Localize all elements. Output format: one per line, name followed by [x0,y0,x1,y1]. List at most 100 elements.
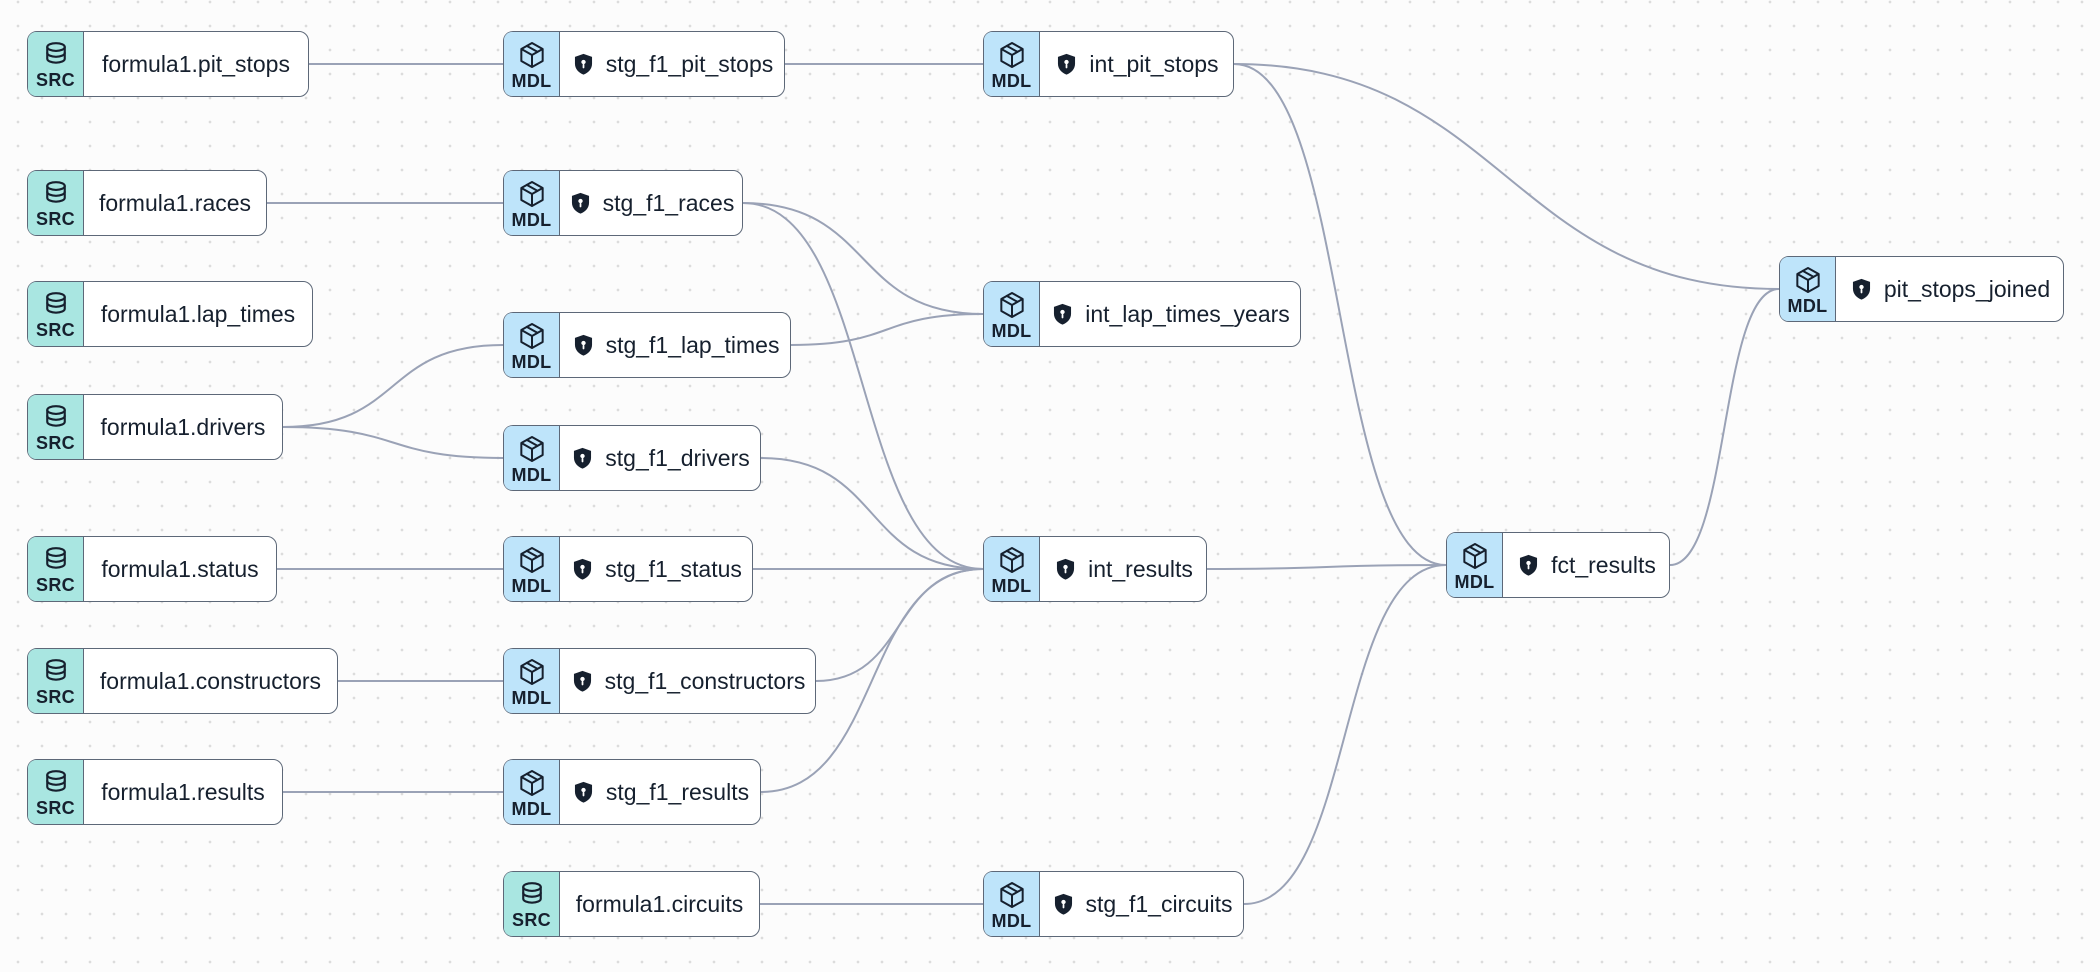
node-label: int_results [1088,555,1193,582]
model-type-badge: MDL [1447,533,1503,597]
edge-src_drivers-to-stg_f1_drivers [282,426,504,459]
node-body: formula1.constructors [84,649,337,713]
badge-label: SRC [36,432,75,453]
node-src_status[interactable]: SRC formula1.status [27,536,277,602]
node-body: formula1.results [84,760,282,824]
shield-icon [571,333,596,358]
node-body: int_lap_times_years [1040,282,1300,346]
node-label: formula1.circuits [575,890,744,917]
node-body: fct_results [1503,533,1669,597]
edge-stg_f1_circuits-to-fct_results [1243,564,1447,905]
node-label: int_pit_stops [1089,50,1219,77]
node-int_pit_stops[interactable]: MDL int_pit_stops [983,31,1234,97]
badge-label: SRC [36,319,75,340]
node-label: formula1.drivers [100,413,266,440]
edge-int_pit_stops-to-pit_stops_joined [1233,63,1780,290]
shield-icon [1051,892,1076,917]
shield-icon [1054,52,1079,77]
shield-icon [570,446,595,471]
node-body: formula1.status [84,537,276,601]
badge-label: MDL [511,464,552,485]
node-src_circuits[interactable]: SRC formula1.circuits [503,871,760,937]
node-label: fct_results [1551,551,1656,578]
model-type-badge: MDL [984,32,1040,96]
badge-label: SRC [36,574,75,595]
source-type-badge: SRC [28,537,84,601]
node-body: stg_f1_status [560,537,752,601]
edge-stg_f1_races-to-int_lap_times_years [742,202,984,315]
edge-stg_f1_drivers-to-int_results [760,457,984,570]
database-icon [41,40,71,70]
node-label: stg_f1_lap_times [605,331,780,358]
shield-icon [570,557,595,582]
node-label: stg_f1_status [605,555,742,582]
model-type-badge: MDL [504,537,560,601]
shield-icon [1849,277,1874,302]
node-stg_f1_status[interactable]: MDL stg_f1_status [503,536,753,602]
node-body: stg_f1_circuits [1040,872,1243,936]
source-type-badge: SRC [28,649,84,713]
model-type-badge: MDL [504,171,560,235]
model-type-badge: MDL [504,760,560,824]
node-body: stg_f1_races [560,171,742,235]
source-type-badge: SRC [28,760,84,824]
edge-stg_f1_races-to-int_results [742,202,984,570]
node-src_constructors[interactable]: SRC formula1.constructors [27,648,338,714]
node-label: formula1.constructors [99,667,322,694]
database-icon [41,657,71,687]
shield-icon [570,669,595,694]
node-fct_results[interactable]: MDL fct_results [1446,532,1670,598]
shield-icon [571,52,596,77]
database-icon [517,880,547,910]
badge-label: MDL [1787,295,1828,316]
source-type-badge: SRC [28,395,84,459]
cube-icon [516,544,548,576]
edge-int_results-to-fct_results [1206,564,1447,570]
edge-src_drivers-to-stg_f1_lap_times [282,344,504,428]
node-label: stg_f1_constructors [604,667,806,694]
badge-label: MDL [511,70,552,91]
database-icon [41,768,71,798]
node-body: formula1.drivers [84,395,282,459]
node-stg_f1_pit_stops[interactable]: MDL stg_f1_pit_stops [503,31,785,97]
badge-label: SRC [36,686,75,707]
badge-label: SRC [36,797,75,818]
badge-label: MDL [991,910,1032,931]
cube-icon [516,767,548,799]
edge-fct_results-to-pit_stops_joined [1669,288,1780,566]
badge-label: MDL [511,209,552,230]
database-icon [41,545,71,575]
badge-label: SRC [36,69,75,90]
node-body: formula1.races [84,171,266,235]
node-body: stg_f1_results [560,760,760,824]
node-stg_f1_lap_times[interactable]: MDL stg_f1_lap_times [503,312,791,378]
cube-icon [516,178,548,210]
badge-label: MDL [1454,571,1495,592]
shield-icon [571,780,596,805]
node-body: stg_f1_pit_stops [560,32,784,96]
badge-label: SRC [512,909,551,930]
badge-label: MDL [511,351,552,372]
model-type-badge: MDL [504,426,560,490]
database-icon [41,179,71,209]
database-icon [41,290,71,320]
cube-icon [1459,540,1491,572]
node-src_drivers[interactable]: SRC formula1.drivers [27,394,283,460]
model-type-badge: MDL [1780,257,1836,321]
cube-icon [516,320,548,352]
model-type-badge: MDL [984,872,1040,936]
node-stg_f1_races[interactable]: MDL stg_f1_races [503,170,743,236]
node-stg_f1_circuits[interactable]: MDL stg_f1_circuits [983,871,1244,937]
node-src_results[interactable]: SRC formula1.results [27,759,283,825]
node-body: stg_f1_lap_times [560,313,790,377]
